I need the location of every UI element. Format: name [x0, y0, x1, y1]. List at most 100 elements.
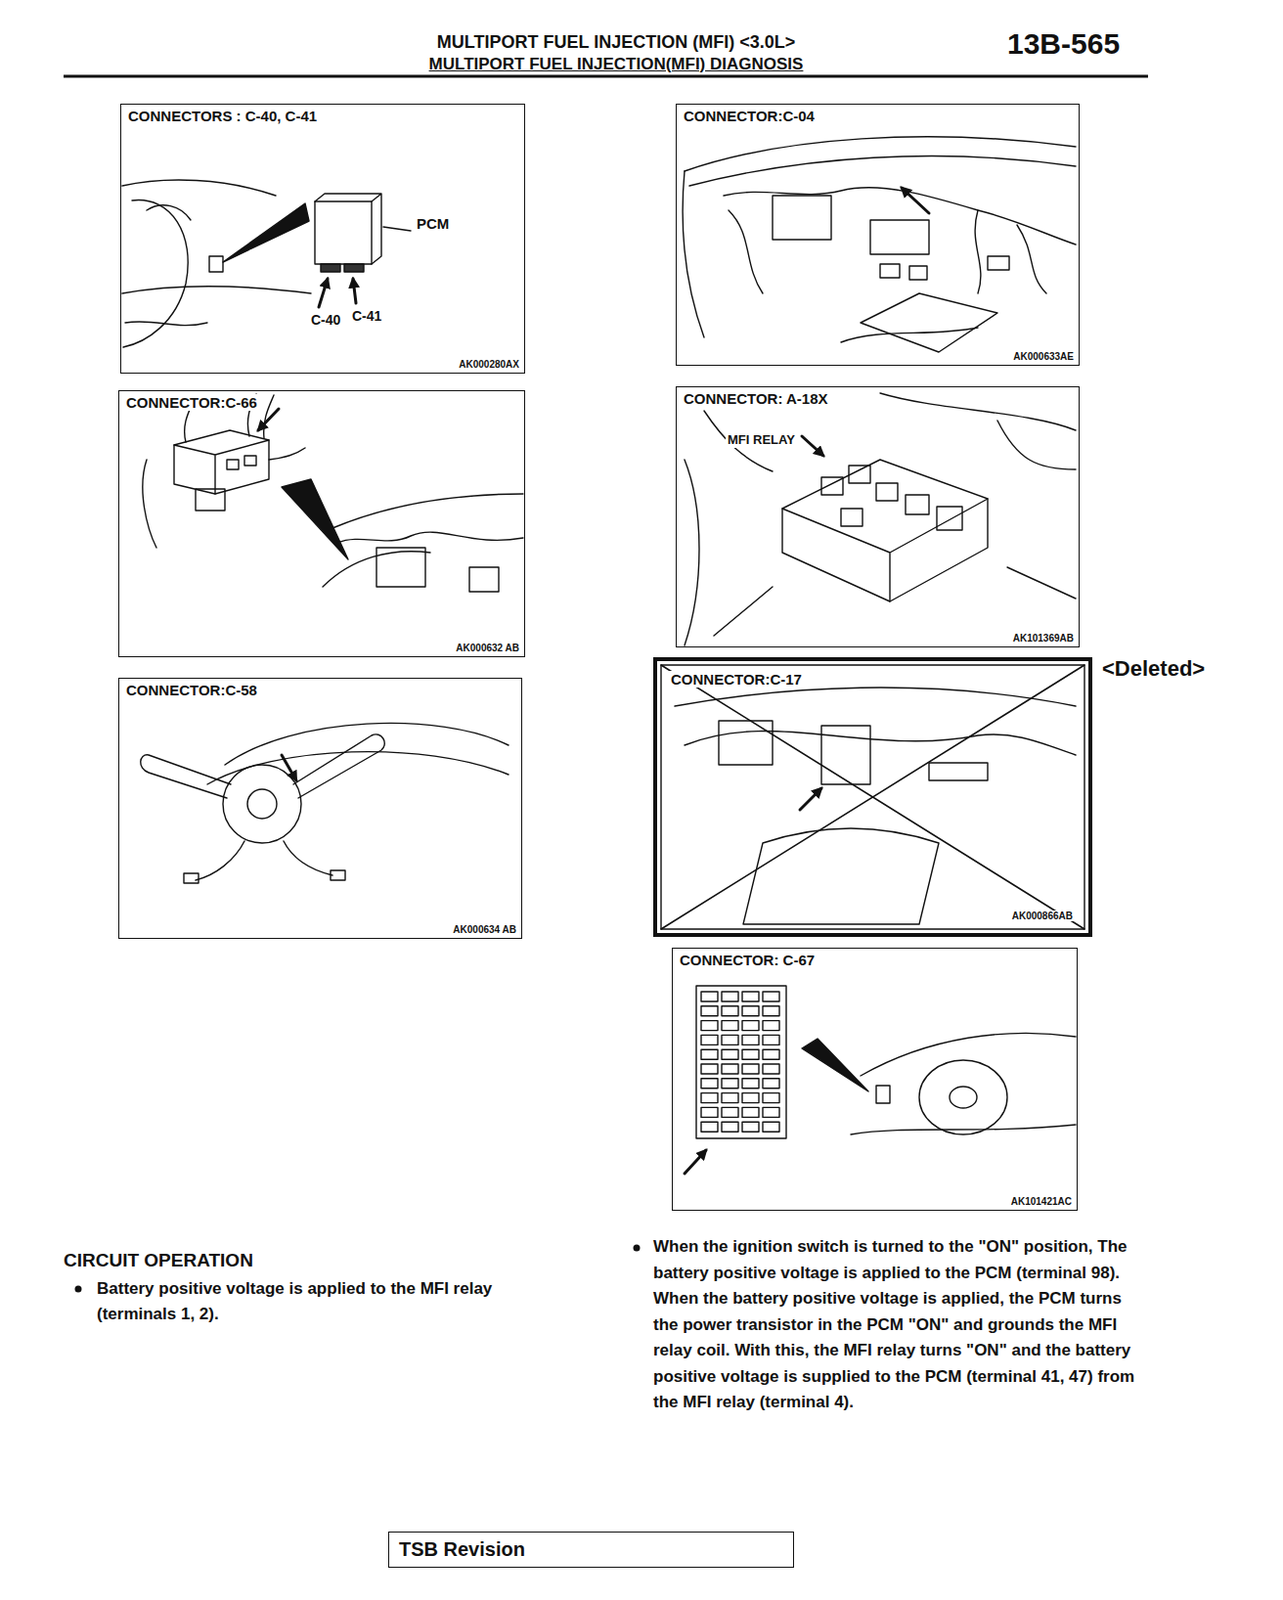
- page-number: 13B-565: [1007, 27, 1120, 61]
- wire: [195, 840, 333, 881]
- pointer-arrow: [799, 788, 822, 810]
- module-box: [376, 547, 426, 587]
- connector-symbol: [880, 264, 900, 278]
- fuse-block: [696, 985, 787, 1139]
- fuse-symbol: [721, 1049, 739, 1060]
- module-box: [821, 725, 871, 785]
- figure-code: AK101369AB: [1013, 632, 1074, 645]
- wire: [125, 321, 208, 326]
- page-subtitle: MULTIPORT FUEL INJECTION(MFI) DIAGNOSIS: [322, 54, 910, 75]
- dashboard-line: [684, 136, 1076, 172]
- fuse-symbol: [701, 1063, 718, 1074]
- pointer-arrow: [684, 1150, 707, 1174]
- dashboard-line: [122, 179, 276, 196]
- module-box: [929, 762, 988, 781]
- fuse-symbol: [701, 1006, 718, 1017]
- inner-frame: [661, 664, 1085, 930]
- engine-bay-line: [684, 459, 700, 646]
- wire-harness: [684, 731, 1076, 755]
- fuse-symbol: [701, 991, 718, 1002]
- panel-heading: TSB Revision: [398, 1538, 526, 1561]
- pointer-arrow: [353, 278, 356, 304]
- fuse-symbol: [721, 1034, 739, 1045]
- section-heading: CIRCUIT OPERATION: [63, 1249, 254, 1272]
- pointer-arrow: [318, 278, 328, 308]
- panel-heading: CONNECTOR: C-67: [677, 951, 817, 969]
- fuse-symbol: [762, 1093, 780, 1104]
- body-text: Battery positive voltage is applied to t…: [96, 1276, 557, 1328]
- fuse-symbol: [762, 1078, 780, 1089]
- dashboard-line: [207, 752, 509, 785]
- connector-symbol: [244, 455, 257, 466]
- fuse-symbol: [762, 1106, 780, 1117]
- header-rule: [63, 75, 1149, 79]
- relay-symbol: [821, 477, 843, 495]
- connector-panel: CONNECTOR:C-04AK000633AE: [675, 103, 1080, 366]
- wire-harness: [728, 210, 1047, 294]
- fuse-symbol: [762, 991, 780, 1002]
- connector-symbol: [209, 256, 223, 272]
- dashboard-line: [850, 1124, 1076, 1135]
- wire-harness: [337, 531, 524, 543]
- fuse-symbol: [742, 1006, 759, 1017]
- callout-label: MFI RELAY: [725, 433, 797, 448]
- relay-symbol: [840, 508, 863, 527]
- deleted-panel: CONNECTOR:C-17AK000866AB: [653, 657, 1093, 937]
- deletion-cross: [661, 664, 1085, 930]
- steering-wheel: [919, 1060, 1008, 1135]
- bullet-dot: [75, 1285, 83, 1293]
- fuse-symbol: [762, 1006, 780, 1017]
- dashboard-line: [682, 171, 705, 338]
- fuse-symbol: [742, 1078, 759, 1089]
- module-box: [772, 195, 832, 240]
- connector-panel: CONNECTORS : C-40, C-41PCMC-40C-41AK0002…: [120, 103, 526, 374]
- relay-box: [782, 498, 988, 602]
- fuse-symbol: [721, 1078, 739, 1089]
- pcm-housing: [314, 201, 372, 265]
- fuse-symbol: [701, 1034, 718, 1045]
- figure-code: AK101421AC: [1011, 1195, 1072, 1208]
- bullet-dot: [633, 1244, 641, 1252]
- fuse-symbol: [701, 1106, 718, 1117]
- fuse-symbol: [701, 1093, 718, 1104]
- wire: [142, 447, 306, 548]
- connector-symbol: [183, 873, 199, 884]
- pointer-arrow: [281, 754, 297, 781]
- revision-box: TSB Revision: [388, 1531, 795, 1568]
- location-wedge: [281, 479, 349, 560]
- figure-code: AK000634 AB: [452, 924, 517, 936]
- fuse-symbol: [721, 1020, 739, 1031]
- fuse-symbol: [701, 1078, 718, 1089]
- body-text: When the ignition switch is turned to th…: [653, 1234, 1138, 1416]
- fuse-symbol: [721, 991, 739, 1002]
- fuse-symbol: [701, 1020, 718, 1031]
- steering-column: [222, 764, 302, 843]
- center-console: [860, 293, 998, 353]
- fuse-symbol: [742, 1020, 759, 1031]
- relay-symbol: [905, 494, 930, 515]
- connector-symbol: [174, 440, 269, 494]
- relay-symbol: [876, 483, 898, 501]
- figure-code: AK000633AE: [1013, 351, 1074, 363]
- connector-symbol: [226, 459, 239, 470]
- dashboard-line: [674, 687, 1076, 707]
- connector-symbol: [330, 870, 346, 881]
- fuse-symbol: [742, 1106, 759, 1117]
- leader-line: [383, 226, 411, 231]
- connector-symbol: [987, 256, 1010, 270]
- fuse-symbol: [762, 1121, 780, 1132]
- pcm-housing: [314, 193, 382, 265]
- callout-label: C-40: [309, 311, 343, 328]
- fuse-symbol: [742, 1063, 759, 1074]
- figure-code: AK000280AX: [458, 358, 520, 371]
- connector-panel: CONNECTOR:C-58AK000634 AB: [118, 677, 523, 939]
- module-box: [469, 567, 499, 592]
- engine-bay-line: [880, 393, 1076, 431]
- dashboard-line: [860, 1032, 1076, 1076]
- panel-heading: CONNECTOR: A-18X: [681, 390, 831, 407]
- page-title: MULTIPORT FUEL INJECTION (MFI) <3.0L>: [322, 32, 910, 53]
- figure-code: AK000632 AB: [455, 642, 520, 655]
- location-wedge: [801, 1038, 869, 1092]
- fuse-symbol: [701, 1049, 718, 1060]
- fuse-symbol: [721, 1006, 739, 1017]
